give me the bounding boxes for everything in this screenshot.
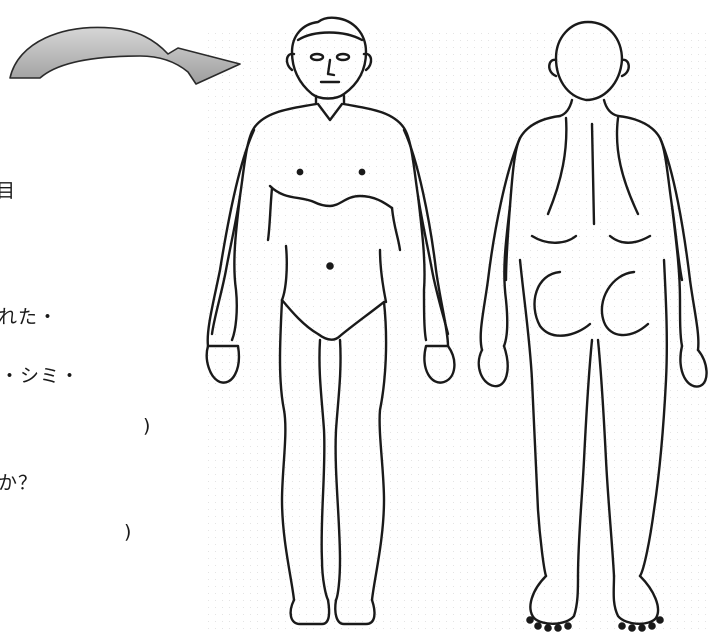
curved-arrow-icon: [10, 27, 240, 84]
front-briefs: [282, 300, 384, 340]
back-body-diagram: [479, 22, 707, 631]
back-head: [556, 22, 622, 100]
back-buttocks-left: [534, 272, 590, 336]
front-body-diagram: [207, 18, 455, 624]
front-head: [292, 18, 366, 99]
front-torso: [212, 104, 316, 334]
back-buttocks-right: [602, 272, 648, 335]
